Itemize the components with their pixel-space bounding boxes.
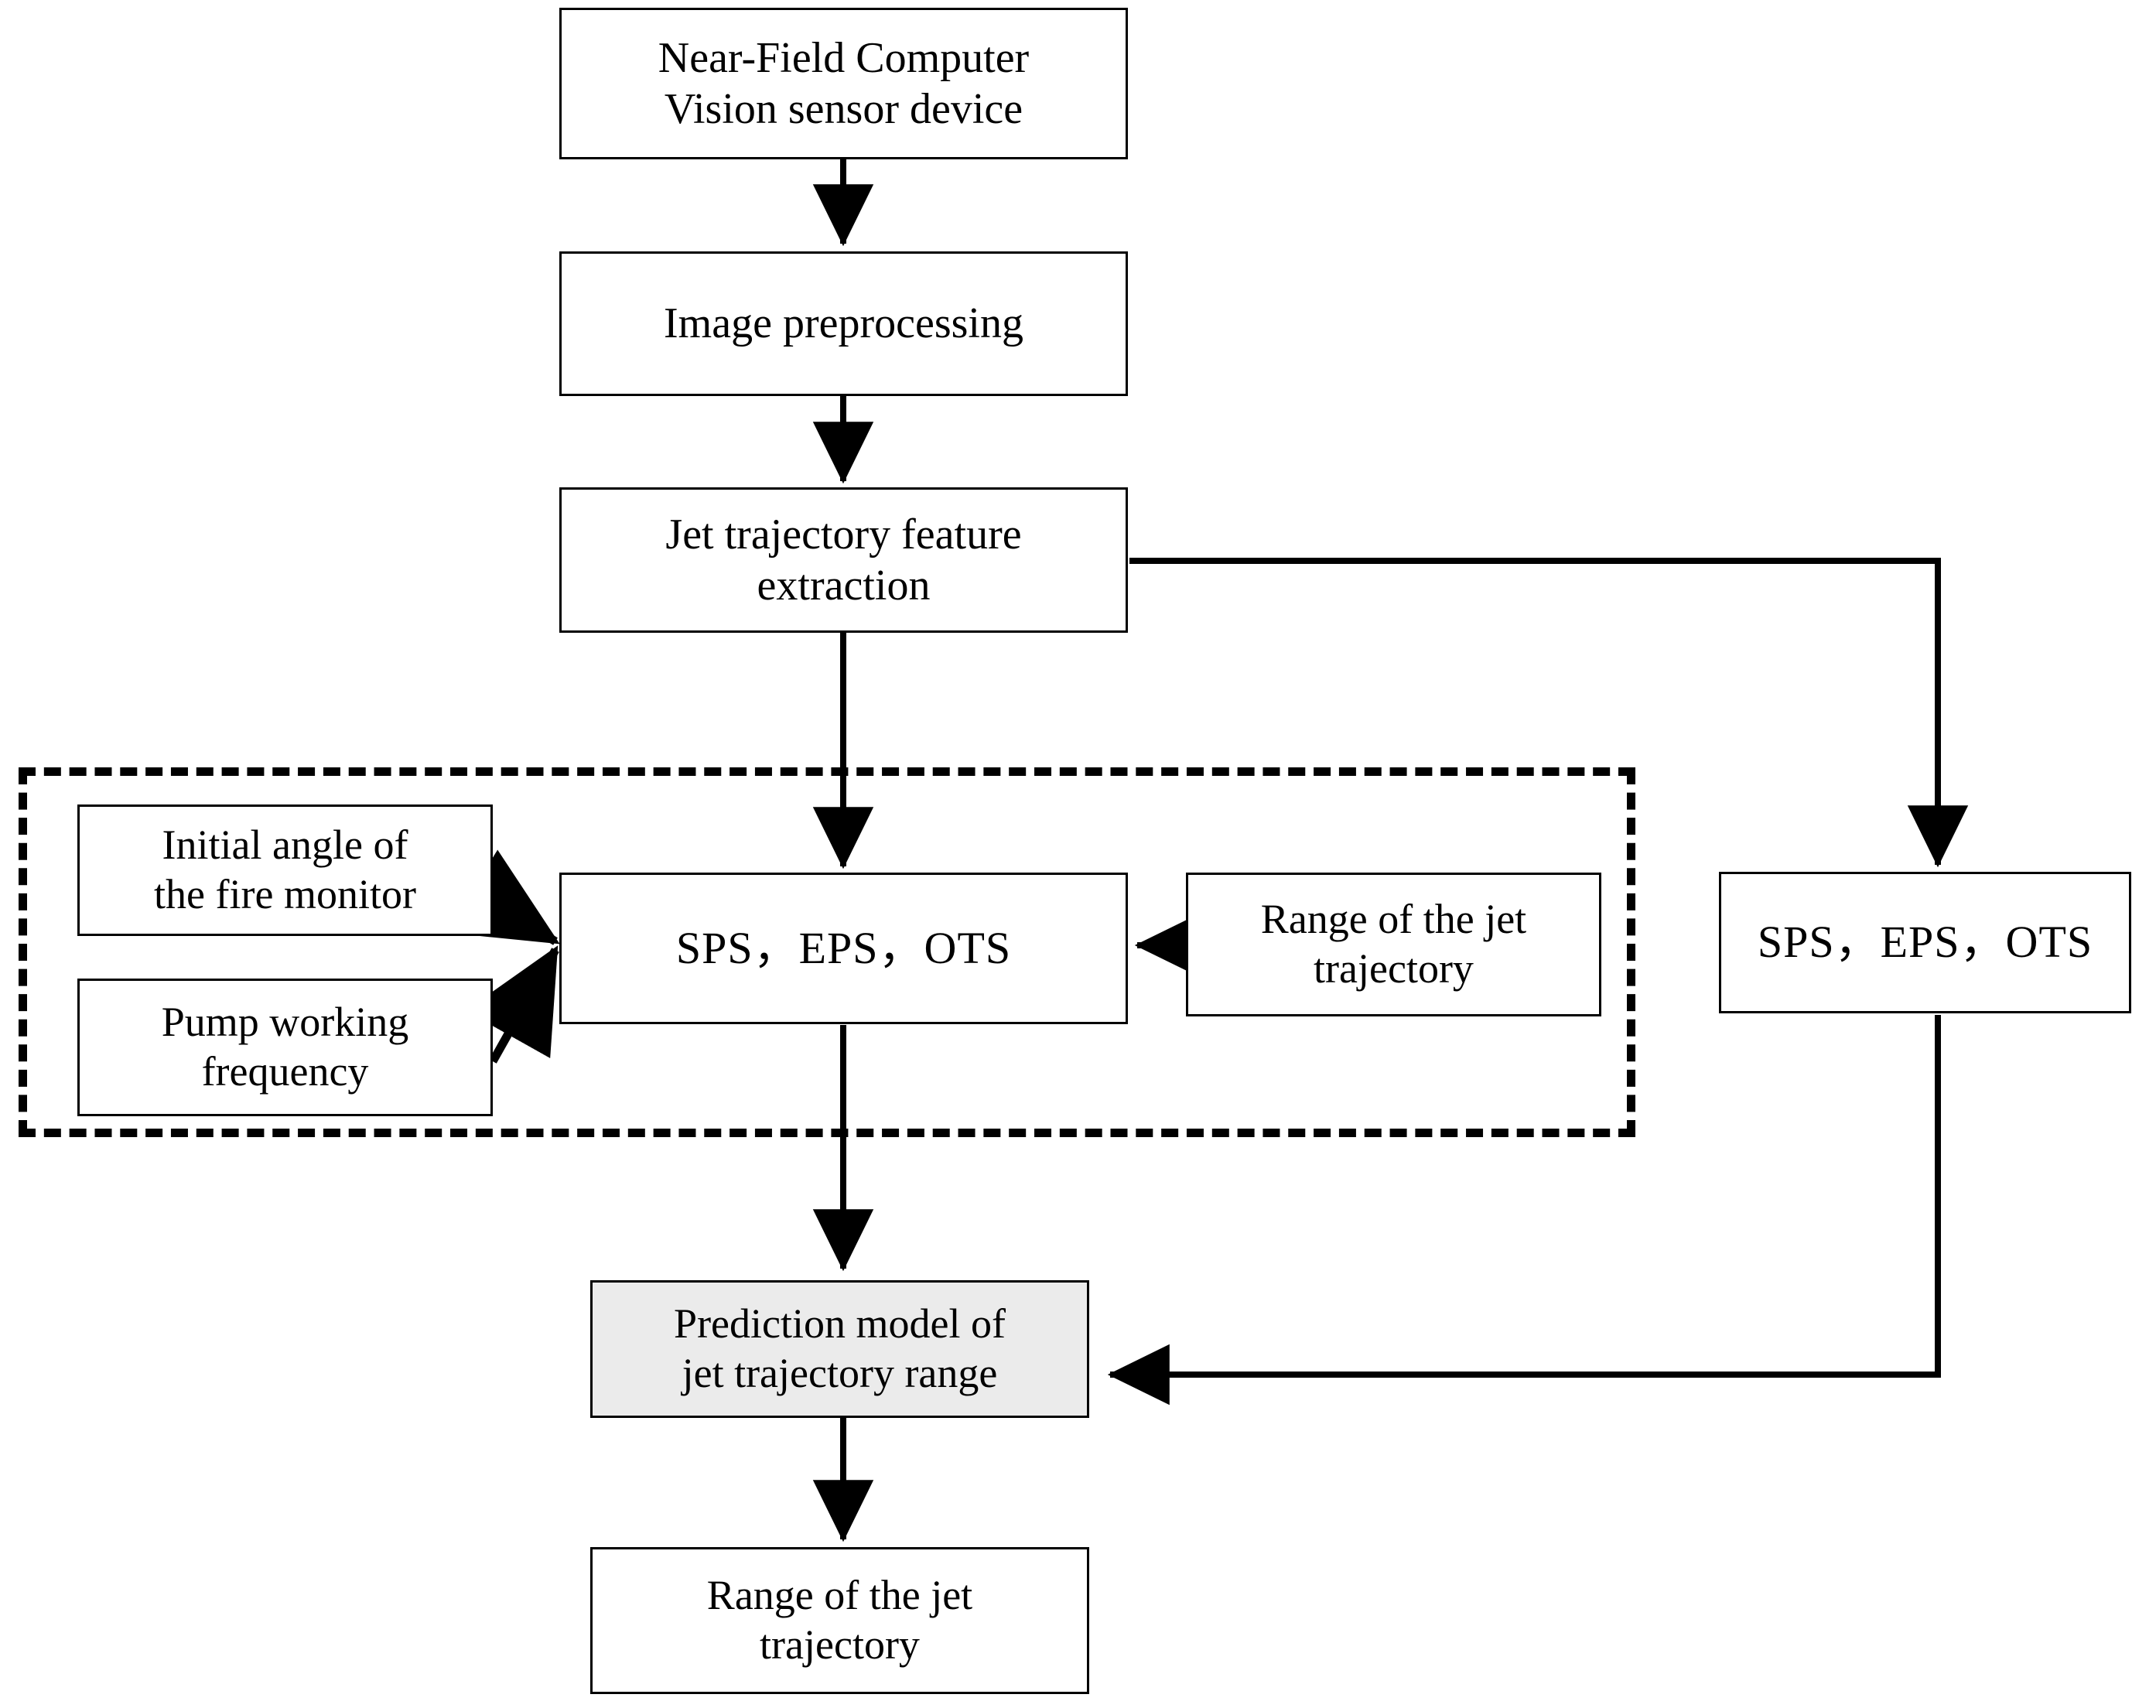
node-sensor-label: Near-Field Computer Vision sensor device (658, 33, 1030, 133)
node-prediction-model[interactable]: Prediction model of jet trajectory range (590, 1280, 1089, 1418)
node-sps-eps-ots-right-label: SPS，EPS，OTS (1757, 917, 2093, 968)
node-initial-angle-label: Initial angle of the fire monitor (154, 822, 416, 917)
node-feature-extraction[interactable]: Jet trajectory feature extraction (559, 487, 1128, 633)
node-range-output[interactable]: Range of the jet trajectory (590, 1547, 1089, 1694)
edge-feature-extraction-to-sps-right (1129, 558, 1969, 868)
node-feature-extraction-label: Jet trajectory feature extraction (665, 510, 1022, 610)
edge-initial-angle-to-sps-left (447, 849, 560, 945)
node-range-input[interactable]: Range of the jet trajectory (1186, 873, 1601, 1016)
node-image-preprocessing[interactable]: Image preprocessing (559, 251, 1128, 396)
node-sps-eps-ots-right[interactable]: SPS，EPS，OTS (1719, 872, 2131, 1013)
node-sps-eps-ots-left[interactable]: SPS，EPS，OTS (559, 873, 1128, 1024)
edge-sps-right-to-prediction-model (1107, 1015, 1941, 1406)
node-sps-eps-ots-left-label: SPS，EPS，OTS (675, 922, 1012, 973)
node-range-input-label: Range of the jet trajectory (1260, 896, 1527, 992)
node-sensor[interactable]: Near-Field Computer Vision sensor device (559, 8, 1128, 159)
edge-pump-frequency-to-sps-left (465, 945, 559, 1064)
node-pump-frequency[interactable]: Pump working frequency (77, 979, 493, 1116)
node-image-preprocessing-label: Image preprocessing (664, 299, 1023, 348)
node-prediction-model-label: Prediction model of jet trajectory range (674, 1300, 1006, 1396)
node-range-output-label: Range of the jet trajectory (706, 1572, 973, 1668)
node-initial-angle[interactable]: Initial angle of the fire monitor (77, 804, 493, 936)
node-pump-frequency-label: Pump working frequency (161, 999, 409, 1095)
